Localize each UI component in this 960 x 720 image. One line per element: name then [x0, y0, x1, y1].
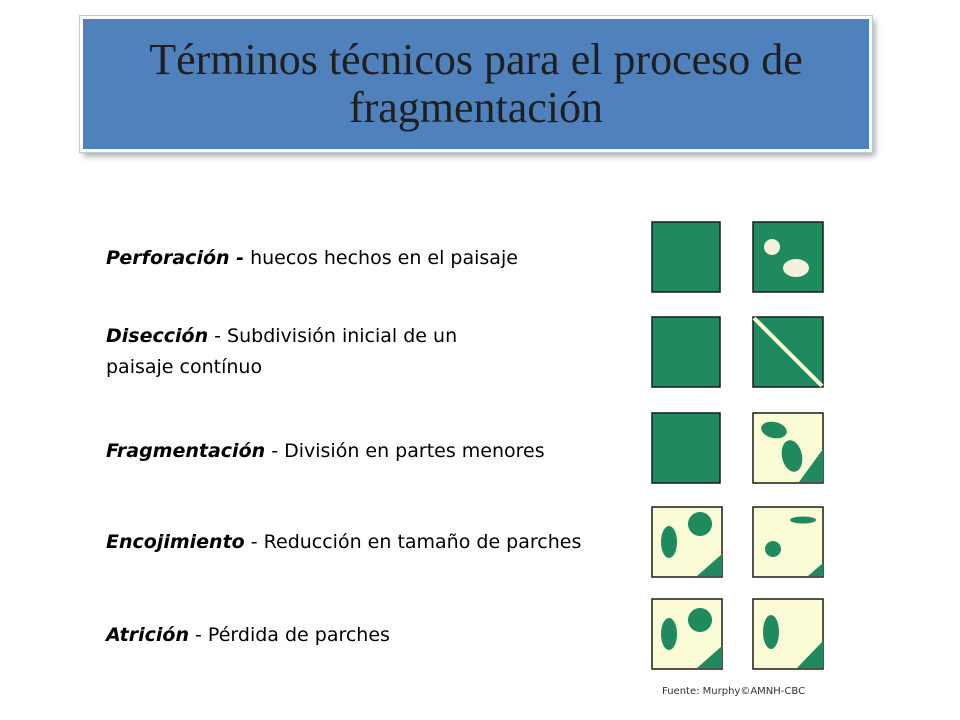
term-name: Disección	[106, 325, 209, 347]
patch-shape	[781, 440, 803, 472]
term-shrinkage: Encojimiento - Reducción en tamaño de pa…	[106, 527, 636, 558]
term-description: - División en partes menores	[265, 440, 545, 462]
patch-square-before	[651, 598, 723, 670]
term-attrition: Atrición - Pérdida de parches	[106, 620, 636, 651]
term-description: - Subdivisión inicial de un paisaje cont…	[106, 325, 458, 378]
term-name: Fragmentación	[106, 440, 266, 462]
patch-shape	[763, 615, 779, 649]
term-description: - Pérdida de parches	[189, 624, 390, 646]
patch-shape	[661, 526, 677, 558]
patch-square-before	[651, 506, 723, 578]
term-description: huecos hechos en el paisaje	[244, 247, 518, 269]
title-banner: Términos técnicos para el proceso de fra…	[80, 16, 872, 152]
source-credit: Fuente: Murphy©AMNH-CBC	[662, 686, 806, 697]
patch-shape	[688, 512, 712, 536]
habitat-square-perforated	[752, 221, 824, 293]
hole-shape	[764, 239, 780, 255]
term-description: - Reducción en tamaño de parches	[244, 531, 582, 553]
habitat-square-before	[651, 316, 721, 388]
patch-shape	[697, 646, 722, 668]
patch-shape	[765, 541, 781, 557]
habitat-square-before	[651, 412, 721, 484]
term-name: Atrición	[106, 624, 189, 646]
hole-shape	[783, 259, 809, 277]
patch-square-attrited	[752, 598, 824, 670]
term-name: Perforación -	[106, 247, 245, 269]
term-dissection: Disección - Subdivisión inicial de un pa…	[106, 321, 506, 383]
term-fragmentation: Fragmentación - División en partes menor…	[106, 436, 636, 467]
patch-shape	[688, 608, 712, 632]
patch-shape	[697, 554, 722, 576]
patch-shape	[797, 641, 823, 668]
dissection-line	[752, 316, 824, 388]
habitat-square-before	[651, 221, 721, 293]
term-name: Encojimiento	[106, 531, 245, 553]
fragmentation-diagram	[650, 220, 826, 670]
patch-shape	[761, 421, 787, 439]
patch-shape	[808, 563, 823, 576]
patch-square-shrunk	[752, 506, 824, 578]
patch-shape	[790, 516, 816, 524]
page-title: Términos técnicos para el proceso de fra…	[149, 35, 803, 132]
patch-shape	[661, 618, 677, 650]
habitat-square-fragmented	[752, 412, 824, 484]
habitat-square-dissected	[752, 316, 824, 388]
patch-shape	[799, 449, 823, 482]
term-perforation: Perforación - huecos hechos en el paisaj…	[106, 243, 636, 274]
